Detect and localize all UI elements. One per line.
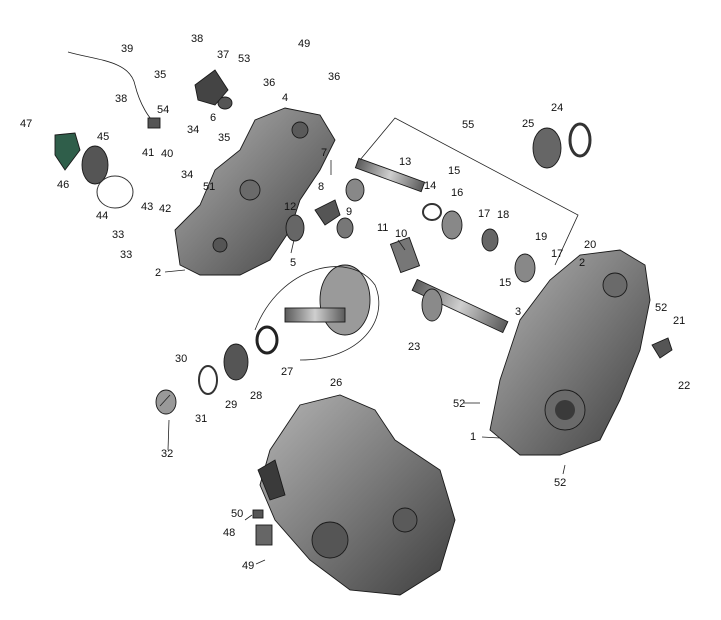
- callout: 7: [321, 147, 327, 159]
- leader-lines: [159, 160, 566, 565]
- callout: 54: [157, 104, 169, 116]
- callout: 33: [112, 229, 124, 241]
- callout: 14: [424, 180, 436, 192]
- left-housing: [174, 107, 336, 276]
- callout: 40: [161, 148, 173, 160]
- callout: 21: [673, 315, 685, 327]
- callout: 37: [217, 49, 229, 61]
- callout: 42: [159, 203, 171, 215]
- callout: 32: [161, 448, 173, 460]
- callout: 44: [96, 210, 108, 222]
- callout: 34: [187, 124, 199, 136]
- callout: 36: [328, 71, 340, 83]
- assembled-transmission: [257, 394, 456, 596]
- callout: 49: [242, 560, 254, 572]
- callout: 23: [408, 341, 420, 353]
- callout: 33: [120, 249, 132, 261]
- callout: 39: [121, 43, 133, 55]
- callout: 29: [225, 399, 237, 411]
- right-housing: [489, 249, 651, 456]
- callout: 15: [499, 277, 511, 289]
- callout: 53: [238, 53, 250, 65]
- callout: 49: [298, 38, 310, 50]
- group-bracket-55: [359, 117, 579, 266]
- callout: 5: [290, 257, 296, 269]
- callout: 28: [250, 390, 262, 402]
- callout: 51: [203, 181, 215, 193]
- callout: 3: [515, 306, 521, 318]
- callout: 10: [395, 228, 407, 240]
- callout: 17: [551, 248, 563, 260]
- callout: 30: [175, 353, 187, 365]
- callout: 46: [57, 179, 69, 191]
- bearings-and-gears: [54, 51, 673, 546]
- callout-labels: 1 2 2 3 4 5 6 7 8 9 10 11 12 13 14 15 15…: [20, 33, 690, 572]
- callout: 2: [155, 267, 161, 279]
- callout: 6: [210, 112, 216, 124]
- callout: 43: [141, 201, 153, 213]
- callout: 16: [451, 187, 463, 199]
- callout: 52: [453, 398, 465, 410]
- callout: 35: [154, 69, 166, 81]
- callout: 22: [678, 380, 690, 392]
- callout: 45: [97, 131, 109, 143]
- callout: 47: [20, 118, 32, 130]
- callout: 17: [478, 208, 490, 220]
- callout: 41: [142, 147, 154, 159]
- callout: 26: [330, 377, 342, 389]
- callout: 34: [181, 169, 193, 181]
- callout: 36: [263, 77, 275, 89]
- callout: 52: [655, 302, 667, 314]
- callout: 55: [462, 119, 474, 131]
- callout: 12: [284, 201, 296, 213]
- callout: 2: [579, 257, 585, 269]
- callout: 19: [535, 231, 547, 243]
- callout: 15: [448, 165, 460, 177]
- callout: 8: [318, 181, 324, 193]
- callout: 38: [191, 33, 203, 45]
- callout: 35: [218, 132, 230, 144]
- callout: 9: [346, 206, 352, 218]
- callout: 11: [377, 222, 388, 234]
- group-loop-26: [254, 266, 380, 361]
- secondary-shaft: [411, 278, 509, 334]
- callout: 48: [223, 527, 235, 539]
- callout: 1: [470, 431, 476, 443]
- main-shaft: [354, 157, 426, 274]
- callout: 24: [551, 102, 563, 114]
- callout: 38: [115, 93, 127, 105]
- callout: 50: [231, 508, 243, 520]
- callout: 18: [497, 209, 509, 221]
- callout: 25: [522, 118, 534, 130]
- callout: 27: [281, 366, 293, 378]
- callout: 13: [399, 156, 411, 168]
- callout: 20: [584, 239, 596, 251]
- ring-gear-shaft: [255, 264, 371, 355]
- callout: 31: [195, 413, 207, 425]
- callout: 52: [554, 477, 566, 489]
- callout: 4: [282, 92, 288, 104]
